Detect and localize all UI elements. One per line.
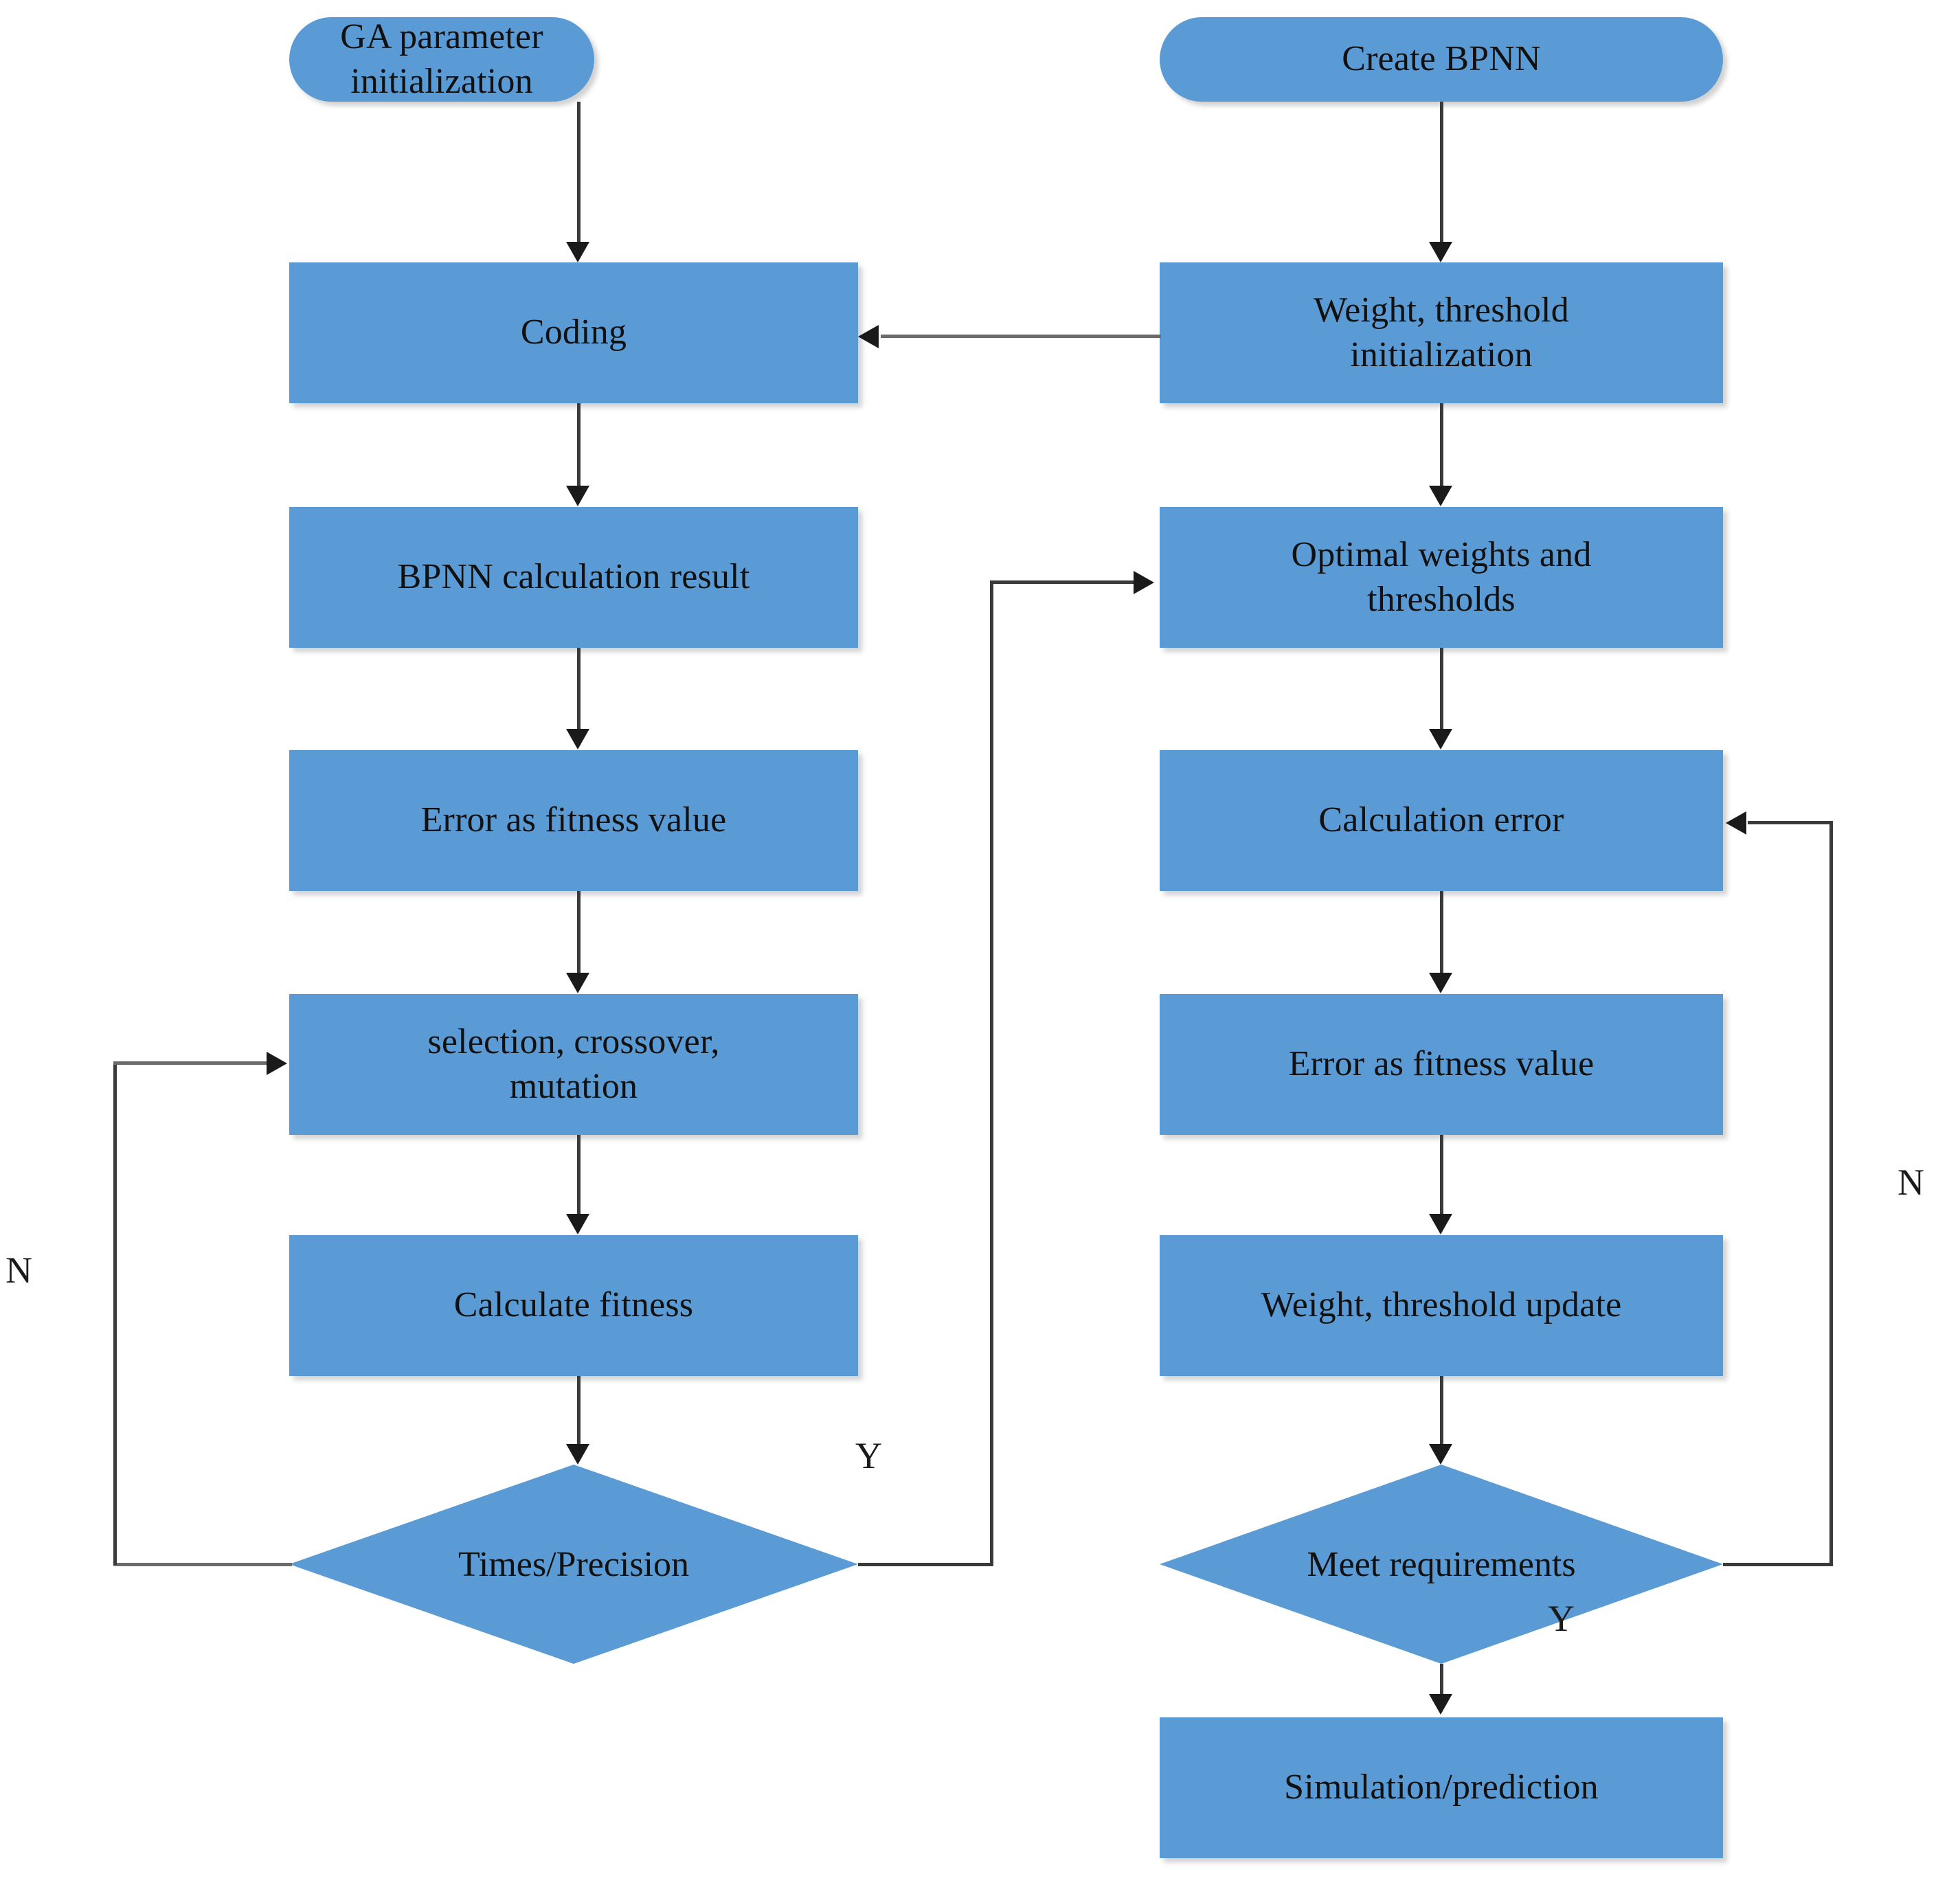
connector-no-loop-top: [113, 1061, 271, 1065]
edge-label-right-yes: Y: [1548, 1598, 1575, 1639]
arrowhead-left: [858, 325, 879, 348]
node-selection-crossover-mutation[interactable]: selection, crossover, mutation: [289, 994, 858, 1135]
arrowhead-down: [566, 1214, 589, 1234]
node-label: Simulation/prediction: [1284, 1768, 1599, 1807]
arrowhead-down: [566, 242, 589, 262]
arrowhead-down: [1429, 729, 1452, 749]
connector-weight-init-to-optimal: [1440, 403, 1443, 486]
connector-weight-init-to-coding: [881, 335, 1161, 338]
node-weight-threshold-update[interactable]: Weight, threshold update: [1160, 1235, 1723, 1376]
node-label: Error as fitness value: [420, 800, 727, 840]
connector-meet-req-to-simulation: [1440, 1664, 1443, 1695]
node-create-bpnn[interactable]: Create BPNN: [1160, 17, 1723, 102]
node-coding[interactable]: Coding: [289, 262, 858, 403]
arrowhead-down: [566, 973, 589, 993]
node-label: GA parameter initialization: [340, 17, 543, 101]
connector-optimal-to-calculation-error: [1440, 648, 1443, 730]
node-label: Calculate fitness: [453, 1285, 694, 1325]
connector-bpnn-calc-to-error-fitness: [577, 648, 581, 730]
connector-right-no-vertical: [1829, 821, 1833, 1565]
edge-label-left-no: N: [5, 1250, 32, 1291]
node-ga-parameter-initialization[interactable]: GA parameter initialization: [289, 17, 594, 102]
arrowhead-left: [1726, 811, 1746, 835]
node-label: Error as fitness value: [1288, 1044, 1595, 1084]
connector-no-loop-bottom: [113, 1563, 292, 1566]
arrowhead-down: [566, 486, 589, 506]
connector-ga-init-to-coding: [577, 102, 581, 242]
connector-yes-from-decision: [858, 1563, 993, 1566]
node-error-as-fitness-value-left[interactable]: Error as fitness value: [289, 750, 858, 891]
arrowhead-down: [1429, 486, 1452, 506]
connector-coding-to-bpnn-calc: [577, 403, 581, 486]
arrowhead-down: [1429, 242, 1452, 262]
arrowhead-down: [1429, 1694, 1452, 1715]
connector-right-no-top: [1748, 821, 1833, 824]
edge-label-right-no: N: [1897, 1162, 1924, 1203]
edge-label-left-yes: Y: [855, 1435, 882, 1476]
arrowhead-right: [1134, 571, 1154, 594]
node-times-precision-decision[interactable]: Times/Precision: [289, 1465, 858, 1664]
node-calculate-fitness[interactable]: Calculate fitness: [289, 1235, 858, 1376]
node-error-as-fitness-value-right[interactable]: Error as fitness value: [1160, 994, 1723, 1135]
node-label: Coding: [520, 313, 627, 352]
node-bpnn-calculation-result[interactable]: BPNN calculation result: [289, 507, 858, 648]
arrowhead-down: [1429, 973, 1452, 993]
connector-calculate-fitness-to-decision: [577, 1376, 581, 1445]
connector-selection-to-calculate-fitness: [577, 1135, 581, 1215]
arrowhead-down: [1429, 1214, 1452, 1234]
node-optimal-weights-and-thresholds[interactable]: Optimal weights and thresholds: [1160, 507, 1723, 648]
arrowhead-down: [566, 1444, 589, 1465]
arrowhead-down: [1429, 1444, 1452, 1465]
connector-error-fitness-to-selection: [577, 891, 581, 973]
node-label: selection, crossover, mutation: [427, 1022, 720, 1106]
node-label: Weight, threshold update: [1261, 1285, 1622, 1325]
arrowhead-down: [566, 729, 589, 749]
node-label: Create BPNN: [1342, 39, 1541, 79]
connector-right-no-bottom: [1723, 1563, 1833, 1566]
connector-create-bpnn-to-weight-init: [1440, 102, 1443, 242]
node-meet-requirements-decision[interactable]: Meet requirements: [1160, 1465, 1723, 1664]
connector-yes-vertical: [990, 580, 993, 1565]
node-simulation-prediction[interactable]: Simulation/prediction: [1160, 1717, 1723, 1858]
connector-error-fitness-to-weight-update: [1440, 1135, 1443, 1215]
node-weight-threshold-initialization[interactable]: Weight, threshold initialization: [1160, 262, 1723, 403]
node-label: Optimal weights and thresholds: [1291, 535, 1592, 619]
connector-yes-to-optimal: [990, 580, 1138, 584]
node-label: Times/Precision: [458, 1544, 690, 1584]
arrowhead-right: [267, 1052, 287, 1075]
connector-no-loop-vertical: [113, 1061, 117, 1565]
node-calculation-error[interactable]: Calculation error: [1160, 750, 1723, 891]
connector-calculation-error-to-error-fitness: [1440, 891, 1443, 973]
node-label: Meet requirements: [1307, 1544, 1576, 1584]
node-label: Weight, threshold initialization: [1314, 291, 1569, 374]
connector-weight-update-to-decision: [1440, 1376, 1443, 1445]
node-label: Calculation error: [1318, 800, 1564, 840]
node-label: BPNN calculation result: [397, 557, 750, 597]
